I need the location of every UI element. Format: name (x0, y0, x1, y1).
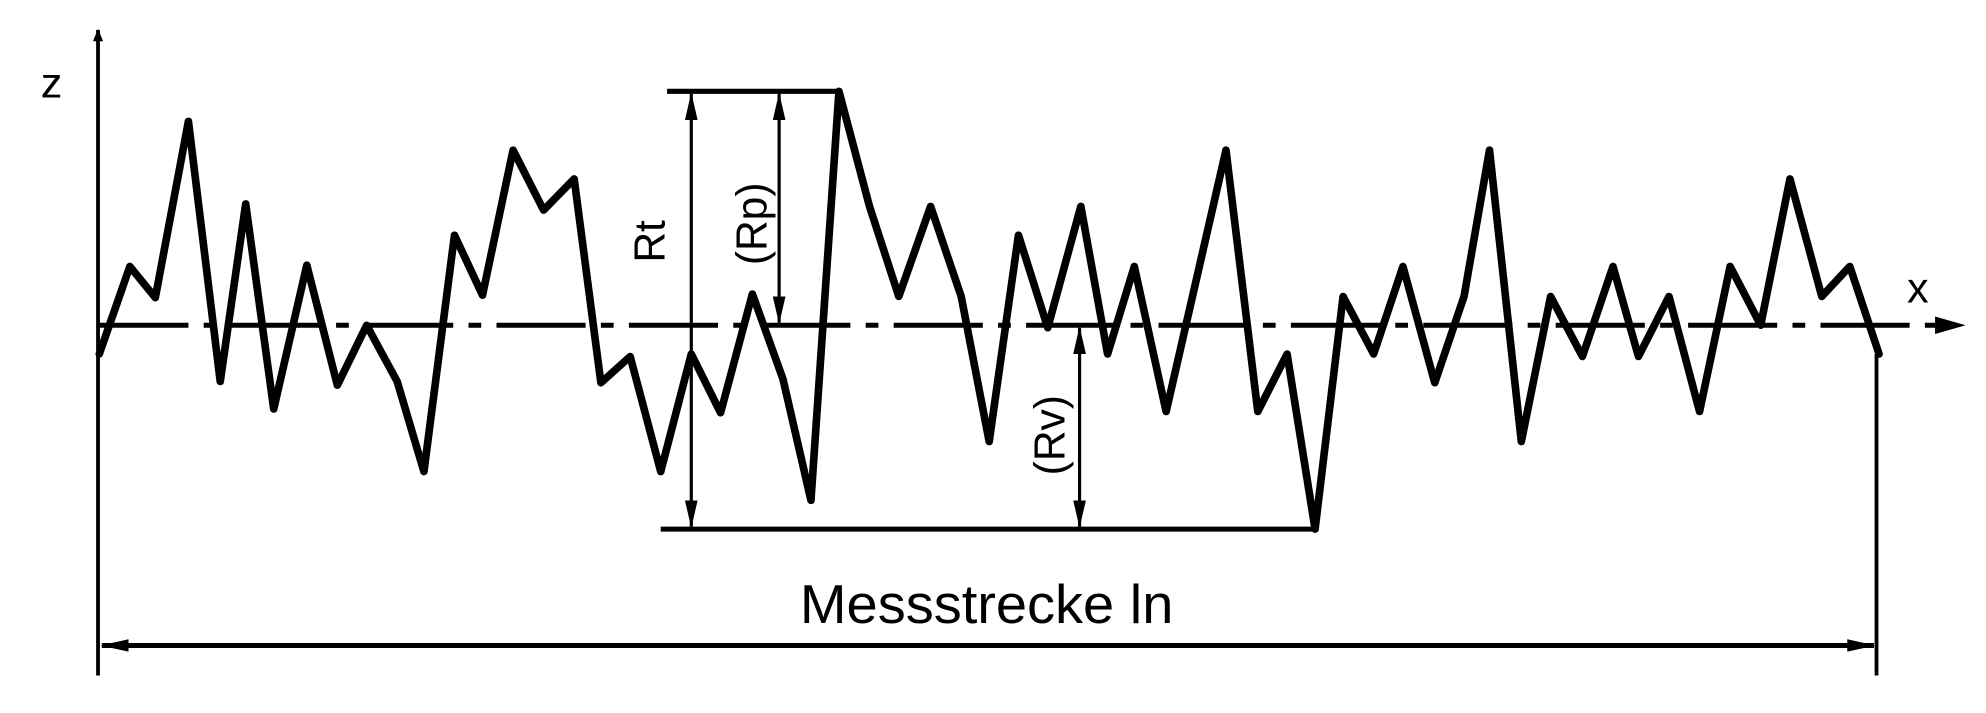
evaluation-length-label: Messstrecke ln (800, 573, 1173, 634)
x-axis-label: x (1907, 265, 1929, 313)
rt-label: Rt (626, 220, 674, 263)
x-axis-arrow-icon (1935, 316, 1966, 334)
z-axis-label: z (41, 60, 63, 108)
rv-label: (Rv) (1026, 395, 1074, 475)
rp-label: (Rp) (728, 183, 776, 266)
roughness-profile-curve (95, 87, 1883, 533)
